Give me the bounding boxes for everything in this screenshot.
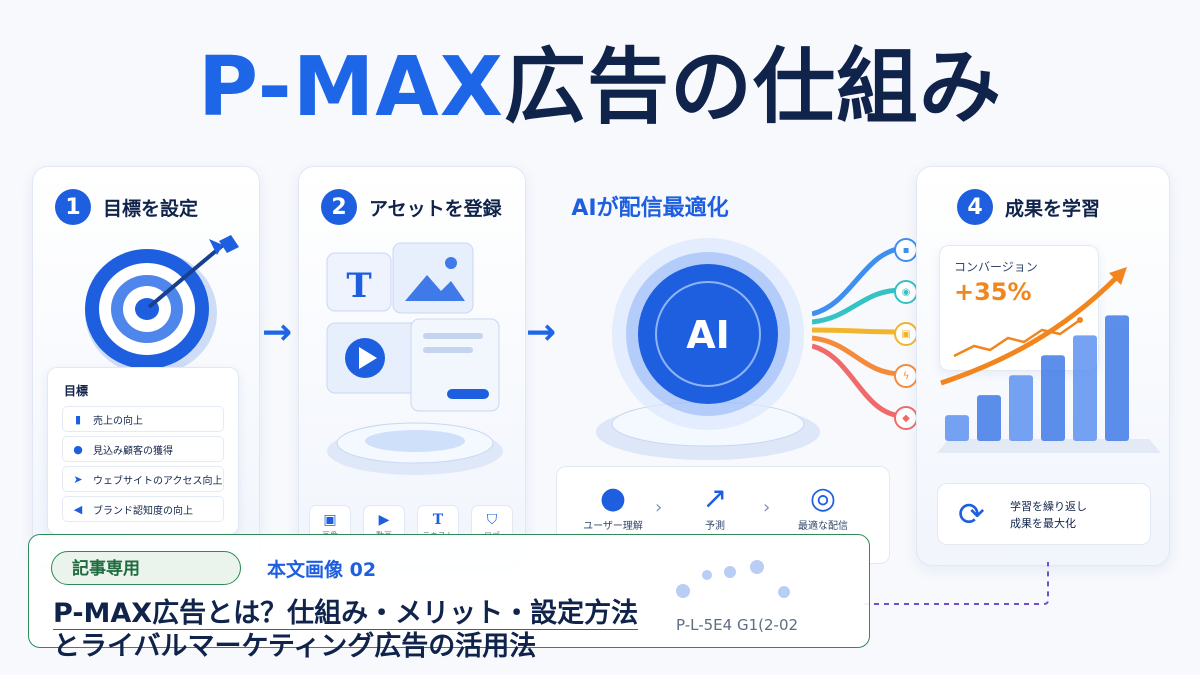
camera-channel-icon: ◉	[894, 280, 918, 304]
text-icon: T	[432, 511, 444, 528]
goal-item-label: ウェブサイトのアクセス向上	[93, 475, 223, 487]
goal-item-label: 売上の向上	[93, 415, 143, 427]
flow-optimal-delivery: ◎ 最適な配信	[783, 481, 863, 532]
megaphone-icon: ◀	[73, 502, 83, 516]
step-header: 4 成果を学習	[957, 189, 1100, 225]
step-card-assets: 2 アセットを登録 T ▣ 画像 ▶ 動画 T テキスト ⛉ ロゴ	[298, 166, 526, 566]
goal-item-brand[interactable]: ◀ ブランド認知度の向上	[62, 496, 224, 522]
page-title: P-MAX広告の仕組み	[0, 38, 1200, 138]
step-label: 成果を学習	[1005, 197, 1101, 220]
step-card-goal: 1 目標を設定 目標 ▮ 売上の向上 ● 見込み顧客の獲得 ➤ ウェブサイトのア…	[32, 166, 260, 566]
image-icon: ▣	[323, 511, 337, 528]
asset-stack-illustration: T	[326, 242, 503, 475]
article-title[interactable]: P-MAX広告とは？仕組み・メリット・設定方法 とライバルマーケティング広告の活…	[53, 597, 853, 663]
flow-label: ユーザー理解	[583, 521, 643, 532]
conversion-label: コンバージョン	[954, 260, 1038, 274]
goal-item-label: ブランド認知度の向上	[93, 505, 193, 517]
bar-chart-icon: ▮	[74, 412, 82, 426]
ai-brain-orb: AI	[596, 238, 820, 460]
cursor-icon: ➤	[73, 472, 83, 486]
svg-text:T: T	[346, 266, 371, 306]
decorative-dots	[670, 558, 800, 608]
step-label: 目標を設定	[103, 197, 199, 220]
corner-tag: P-L-5E4 G1(2-02	[676, 616, 799, 634]
trend-icon: ↗	[702, 481, 728, 516]
image-channel-icon: ▣	[894, 322, 918, 346]
user-icon: ●	[599, 481, 627, 516]
step-header: 2 アセットを登録	[321, 189, 502, 225]
arrow-right-icon: →	[262, 312, 293, 353]
conversion-value: +35%	[954, 278, 1032, 306]
target-icon	[85, 235, 239, 375]
growth-bar	[1009, 375, 1033, 441]
chevron-right-icon: ›	[655, 497, 663, 518]
goal-panel: 目標 ▮ 売上の向上 ● 見込み顧客の獲得 ➤ ウェブサイトのアクセス向上 ◀ …	[47, 367, 239, 535]
conversion-sparkline	[953, 317, 1083, 358]
learn-loop-panel: ⟳ 学習を繰り返し 成果を最大化	[937, 483, 1151, 545]
dashed-connector	[864, 562, 1049, 605]
growth-bar	[1105, 315, 1129, 441]
title-pmax: P-MAX	[198, 40, 504, 135]
step-number: 2	[321, 189, 357, 225]
refresh-icon: ⟳	[958, 495, 985, 533]
growth-bar	[1073, 335, 1097, 441]
flow-label: 予測	[705, 521, 725, 532]
article-badge: 記事専用	[51, 551, 241, 585]
growth-bar	[945, 415, 969, 441]
step-label: アセットを登録	[369, 197, 502, 220]
growth-bar	[977, 395, 1001, 441]
map-channel-icon: ◆	[894, 406, 918, 430]
person-icon: ●	[73, 442, 83, 456]
growth-arrow-head-icon	[1109, 267, 1127, 285]
article-title-line1: P-MAX広告とは？仕組み・メリット・設定方法	[53, 598, 639, 630]
growth-arrow	[940, 275, 1119, 386]
step-header: 1 目標を設定	[55, 189, 198, 225]
play-icon: ▶	[378, 511, 390, 528]
article-overlay: 記事専用 本文画像 02 P-MAX広告とは？仕組み・メリット・設定方法 とライ…	[28, 534, 870, 662]
learn-loop-line1: 学習を繰り返し	[1010, 500, 1087, 513]
step-number: 4	[957, 189, 993, 225]
article-title-line2: とライバルマーケティング広告の活用法	[53, 631, 537, 662]
growth-bar	[1041, 355, 1065, 441]
goal-item-traffic[interactable]: ➤ ウェブサイトのアクセス向上	[62, 466, 224, 492]
shield-icon: ⛉	[486, 511, 498, 528]
ai-section-title: AIが配信最適化	[571, 196, 729, 221]
arrow-right-icon: →	[526, 312, 557, 353]
target-small-icon: ◎	[809, 481, 837, 516]
goal-item-leads[interactable]: ● 見込み顧客の獲得	[62, 436, 224, 462]
step-number: 1	[55, 189, 91, 225]
flow-prediction: ↗ 予測	[675, 481, 755, 532]
goal-item-sales[interactable]: ▮ 売上の向上	[62, 406, 224, 432]
search-channel-icon: ▪	[894, 238, 918, 262]
learn-loop-text: 学習を繰り返し 成果を最大化	[1010, 498, 1087, 532]
flow-user-understanding: ● ユーザー理解	[573, 481, 653, 532]
step-card-learn: 4 成果を学習 コンバージョン +35% ⟳ 学習を繰り返し 成果を最大化	[916, 166, 1170, 566]
ai-output-streams	[812, 245, 903, 419]
goal-item-label: 見込み顧客の獲得	[93, 445, 173, 457]
goal-panel-title: 目標	[64, 384, 89, 398]
growth-bar-chart	[937, 267, 1161, 453]
learn-loop-line2: 成果を最大化	[1010, 517, 1076, 530]
bolt-channel-icon: ϟ	[894, 364, 918, 388]
image-caption: 本文画像 02	[267, 559, 377, 581]
flow-label: 最適な配信	[798, 521, 848, 532]
chevron-right-icon: ›	[763, 497, 771, 518]
ai-section: AIが配信最適化 AI AI ▪ ◉ ▣ ϟ ◆	[560, 0, 920, 560]
title-rest: 広告の仕組み	[503, 40, 1002, 135]
svg-text:AI: AI	[686, 313, 730, 357]
